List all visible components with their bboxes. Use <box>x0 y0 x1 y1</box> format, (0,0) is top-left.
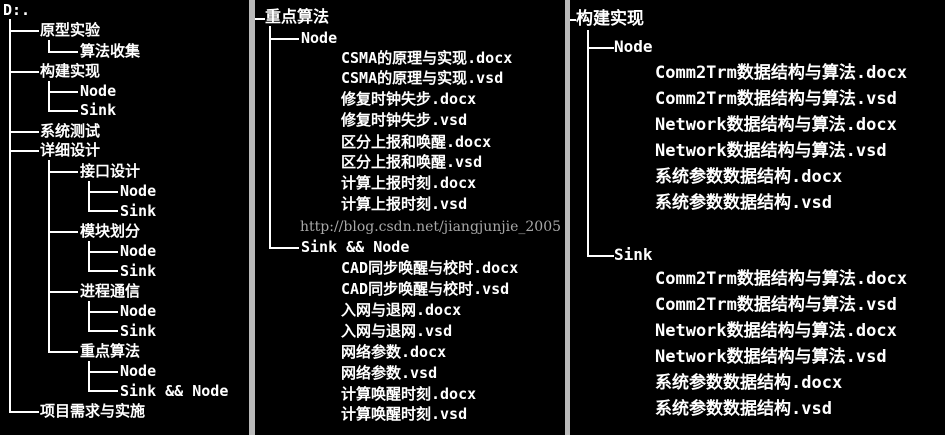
file-item[interactable]: 区分上报和唤醒.docx <box>341 133 492 151</box>
file-item[interactable]: 入网与退网.docx <box>341 301 462 319</box>
tree-line <box>9 30 39 32</box>
tree-item-key-algorithms[interactable]: 重点算法 <box>80 342 141 360</box>
file-item[interactable]: Comm2Trm数据结构与算法.docx <box>655 269 908 289</box>
tree-item-process-sink[interactable]: Sink <box>120 322 157 340</box>
file-item[interactable]: 修复时钟失步.vsd <box>341 111 468 129</box>
tree-line <box>587 30 589 256</box>
tree-item-build[interactable]: 构建实现 <box>40 62 101 80</box>
tree-item-key-node[interactable]: Node <box>120 362 157 380</box>
file-item[interactable]: CSMA的原理与实现.docx <box>341 49 513 67</box>
tree-line <box>48 231 78 233</box>
file-item[interactable]: Comm2Trm数据结构与算法.vsd <box>655 295 897 315</box>
file-item[interactable]: Network数据结构与算法.docx <box>655 115 897 135</box>
file-item[interactable]: 计算唤醒时刻.vsd <box>341 405 468 423</box>
tree-line <box>88 181 90 211</box>
tree-line <box>48 171 78 173</box>
tree-line <box>48 110 78 112</box>
tree-line <box>88 371 118 373</box>
tree-root-key-algorithms[interactable]: 重点算法 <box>265 7 330 26</box>
tree-item-module-division[interactable]: 模块划分 <box>80 222 141 240</box>
file-item[interactable]: 入网与退网.vsd <box>341 322 453 340</box>
tree-line <box>88 241 90 271</box>
file-item[interactable]: Comm2Trm数据结构与算法.docx <box>655 63 908 83</box>
panel-separator <box>565 0 570 435</box>
panel-separator <box>249 0 255 435</box>
tree-line <box>9 411 39 413</box>
tree-line <box>88 251 118 253</box>
file-item[interactable]: 系统参数数据结构.docx <box>655 167 843 187</box>
tree-line <box>88 270 118 272</box>
tree-line <box>570 19 576 21</box>
tree-line <box>269 247 299 249</box>
file-item[interactable]: CAD同步唤醒与校时.vsd <box>341 280 510 298</box>
tree-item-detailed-design[interactable]: 详细设计 <box>40 141 101 159</box>
file-item[interactable]: Comm2Trm数据结构与算法.vsd <box>655 89 897 109</box>
tree-line <box>88 301 90 331</box>
file-item[interactable]: 计算唤醒时刻.docx <box>341 385 477 403</box>
tree-line <box>9 19 11 412</box>
tree-item-algorithm-collection[interactable]: 算法收集 <box>80 42 141 60</box>
tree-item-interface-sink[interactable]: Sink <box>120 202 157 220</box>
file-item[interactable]: 系统参数数据结构.vsd <box>655 399 832 419</box>
file-item[interactable]: 网络参数.vsd <box>341 364 438 382</box>
file-item[interactable]: CSMA的原理与实现.vsd <box>341 69 504 87</box>
tree-item-key-sink-node[interactable]: Sink && Node <box>120 382 229 400</box>
tree-line <box>88 191 118 193</box>
tree-line <box>48 81 50 111</box>
build-implementation-panel: 构建实现 Node Comm2Trm数据结构与算法.docx Comm2Trm数… <box>570 0 945 435</box>
file-item[interactable]: Network数据结构与算法.vsd <box>655 347 887 367</box>
file-item[interactable]: 系统参数数据结构.vsd <box>655 193 832 213</box>
tree-item-prototype[interactable]: 原型实验 <box>40 21 101 39</box>
tree-folder-sink[interactable]: Sink <box>614 245 653 264</box>
tree-item-process-node[interactable]: Node <box>120 302 157 320</box>
key-algorithms-panel: 重点算法 Node CSMA的原理与实现.docx CSMA的原理与实现.vsd… <box>255 0 565 435</box>
tree-line <box>88 390 118 392</box>
watermark: http://blog.csdn.net/jiangjunjie_2005 <box>300 219 562 235</box>
file-item[interactable]: 计算上报时刻.vsd <box>341 195 468 213</box>
tree-folder-node[interactable]: Node <box>301 29 338 47</box>
tree-line <box>88 311 118 313</box>
directory-tree-panel: D:. 原型实验 算法收集 构建实现 Node Sink 系统测试 详细设计 接… <box>0 0 249 435</box>
tree-item-requirements[interactable]: 项目需求与实施 <box>40 402 146 420</box>
tree-item-module-node[interactable]: Node <box>120 242 157 260</box>
tree-line <box>587 47 614 49</box>
tree-item-interface-design[interactable]: 接口设计 <box>80 162 141 180</box>
tree-line <box>88 210 118 212</box>
tree-line <box>48 291 78 293</box>
tree-line <box>269 26 271 248</box>
tree-item-build-sink[interactable]: Sink <box>80 101 117 119</box>
tree-line <box>48 51 78 53</box>
tree-folder-sink-node[interactable]: Sink && Node <box>301 238 410 256</box>
file-item[interactable]: 区分上报和唤醒.vsd <box>341 153 483 171</box>
tree-line <box>269 38 299 40</box>
tree-line <box>48 91 78 93</box>
tree-item-build-node[interactable]: Node <box>80 82 117 100</box>
tree-line <box>48 351 78 353</box>
tree-line <box>587 255 614 257</box>
file-item[interactable]: CAD同步唤醒与校时.docx <box>341 259 519 277</box>
tree-folder-node[interactable]: Node <box>614 37 653 56</box>
file-item[interactable]: Network数据结构与算法.docx <box>655 321 897 341</box>
tree-item-module-sink[interactable]: Sink <box>120 262 157 280</box>
root-drive-label: D:. <box>3 1 31 19</box>
tree-line <box>48 160 50 352</box>
tree-line <box>88 330 118 332</box>
file-item[interactable]: Network数据结构与算法.vsd <box>655 141 887 161</box>
tree-item-process-comm[interactable]: 进程通信 <box>80 282 141 300</box>
tree-item-system-test[interactable]: 系统测试 <box>40 122 101 140</box>
tree-line <box>9 71 39 73</box>
file-item[interactable]: 计算上报时刻.docx <box>341 174 477 192</box>
file-item[interactable]: 系统参数数据结构.docx <box>655 373 843 393</box>
tree-line <box>48 40 50 52</box>
tree-line <box>9 150 39 152</box>
tree-root-build[interactable]: 构建实现 <box>576 9 644 29</box>
tree-item-interface-node[interactable]: Node <box>120 182 157 200</box>
file-item[interactable]: 网络参数.docx <box>341 343 447 361</box>
tree-line <box>255 18 265 20</box>
tree-line <box>88 361 90 391</box>
tree-line <box>9 131 39 133</box>
file-item[interactable]: 修复时钟失步.docx <box>341 90 477 108</box>
